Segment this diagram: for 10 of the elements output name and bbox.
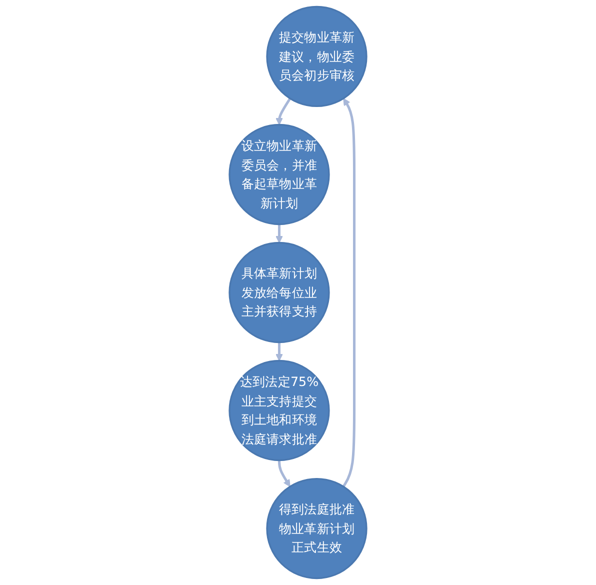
- node-circle: 达到法定75%业主支持提交到土地和环境法庭请求批准: [228, 360, 330, 462]
- arrow: [278, 460, 290, 487]
- arrow: [276, 224, 283, 244]
- arrow: [276, 342, 283, 362]
- arrow: [276, 98, 292, 126]
- node-circle: 得到法庭批准物业革新计划正式生效: [266, 478, 368, 580]
- node-circle: 设立物业革新委员会，并准备起草物业革新计划: [228, 124, 330, 226]
- node-circle: 提交物业革新建议，物业委员会初步审核: [266, 6, 368, 108]
- arrow: [342, 98, 356, 488]
- node-circle: 具体革新计划发放给每位业主并获得支持: [228, 242, 330, 344]
